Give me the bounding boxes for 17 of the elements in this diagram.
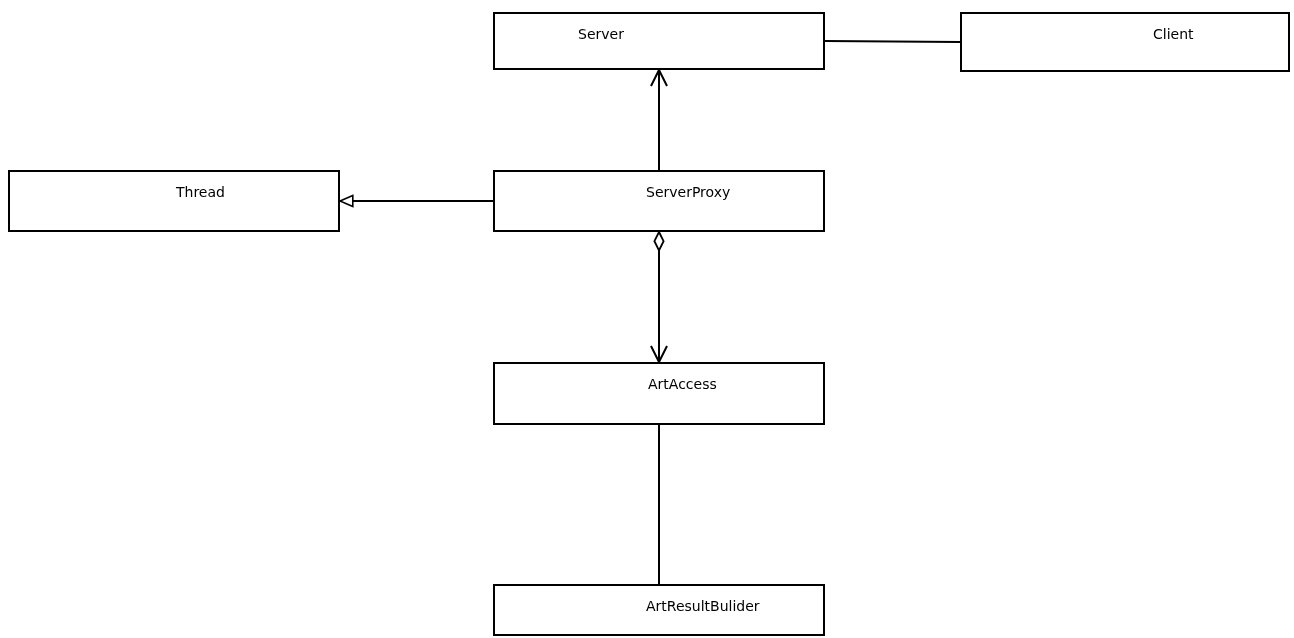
class-name: Server <box>578 26 624 42</box>
class-box <box>493 362 825 425</box>
class-box <box>493 170 825 232</box>
class-name: ArtResultBulider <box>646 598 760 614</box>
connector <box>650 69 668 171</box>
connector <box>658 424 660 585</box>
class-name: ServerProxy <box>646 184 731 200</box>
class-box <box>8 170 340 232</box>
class-name: Client <box>1153 26 1194 42</box>
connector <box>339 194 494 208</box>
class-box <box>493 12 825 70</box>
class-box <box>493 584 825 636</box>
class-name: Thread <box>176 184 225 200</box>
connector <box>824 40 961 43</box>
class-box <box>960 12 1290 72</box>
connector <box>650 231 668 363</box>
class-name: ArtAccess <box>648 376 717 392</box>
